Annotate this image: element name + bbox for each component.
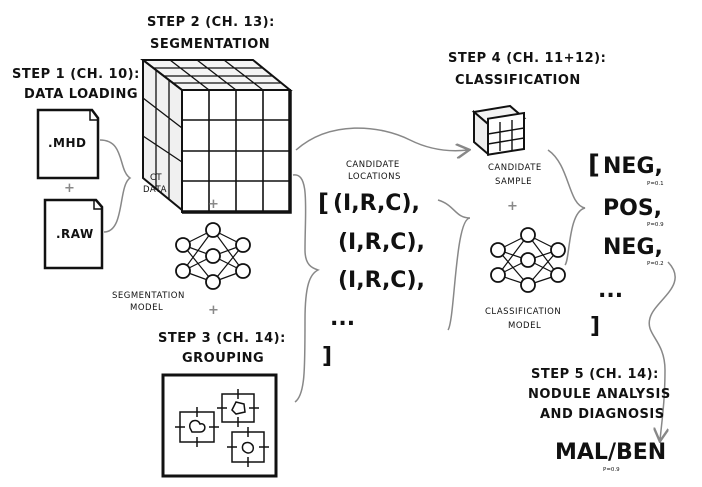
candidates-ellipsis: ... <box>330 306 356 331</box>
result-prob-1: P=0.1 <box>647 181 664 187</box>
results-brace <box>547 149 586 266</box>
raw-label: .RAW <box>56 227 94 241</box>
step2-subtitle: SEGMENTATION <box>150 37 271 52</box>
grouping-panel-icon <box>161 373 278 478</box>
candidate-row-1: (I,R,C), <box>333 191 420 216</box>
result-prob-3: P=0.2 <box>647 261 664 267</box>
arrow-to-classification <box>295 127 468 151</box>
raw-file-icon <box>43 198 104 270</box>
sample-plus: + <box>507 199 519 214</box>
diagnosis-prob: P=0.9 <box>603 467 620 473</box>
candidates-brace <box>292 174 320 403</box>
step3-subtitle: GROUPING <box>182 351 265 366</box>
step2-title: STEP 2 (CH. 13): <box>147 15 275 30</box>
candidates-close-bracket: ] <box>322 344 333 369</box>
ct-data-line1: CT <box>150 173 163 183</box>
candidate-sample-icon <box>471 104 527 157</box>
step4-subtitle: CLASSIFICATION <box>455 73 581 88</box>
results-open-bracket: [ <box>588 150 600 180</box>
classification-model-line1: CLASSIFICATION <box>485 307 562 317</box>
results-close-bracket: ] <box>590 314 601 339</box>
step5-line2: NODULE ANALYSIS <box>528 387 671 402</box>
result-label-2: POS, <box>603 196 663 221</box>
sample-brace <box>437 199 471 331</box>
seg-model-line1: SEGMENTATION <box>112 291 185 301</box>
mhd-file-icon <box>36 108 100 180</box>
segmentation-model-icon <box>175 222 251 290</box>
seg-plus-bottom: + <box>208 303 220 318</box>
candidate-sample-line1: CANDIDATE <box>488 163 542 173</box>
result-label-1: NEG, <box>603 154 663 179</box>
step5-line3: AND DIAGNOSIS <box>540 407 665 422</box>
candidate-row-2: (I,R,C), <box>338 230 425 255</box>
mhd-label: .MHD <box>48 136 87 150</box>
step1-title: STEP 1 (CH. 10): <box>12 67 140 82</box>
files-brace <box>99 139 132 233</box>
step5-title: STEP 5 (CH. 14): <box>531 367 659 382</box>
arrow-to-diagnosis <box>648 261 676 440</box>
step4-title: STEP 4 (CH. 11+12): <box>448 51 607 66</box>
files-plus: + <box>64 181 76 196</box>
ct-cube-icon <box>140 59 293 214</box>
candidate-locations-line1: CANDIDATE <box>346 160 400 170</box>
candidates-open-bracket: [ <box>318 189 329 217</box>
result-label-3: NEG, <box>603 235 663 260</box>
step1-subtitle: DATA LOADING <box>24 87 139 102</box>
seg-model-line2: MODEL <box>130 303 164 313</box>
step3-title: STEP 3 (CH. 14): <box>158 331 286 346</box>
candidate-row-3: (I,R,C), <box>338 268 425 293</box>
ct-data-line2: DATA <box>143 185 167 195</box>
candidate-sample-line2: SAMPLE <box>495 177 532 187</box>
diagnosis-label: MAL/BEN <box>555 440 667 465</box>
results-ellipsis: ... <box>598 278 624 303</box>
seg-plus-top: + <box>208 197 220 212</box>
result-prob-2: P=0.9 <box>647 222 664 228</box>
classification-model-line2: MODEL <box>508 321 542 331</box>
candidate-locations-line2: LOCATIONS <box>348 172 401 182</box>
classification-model-icon <box>490 227 566 293</box>
